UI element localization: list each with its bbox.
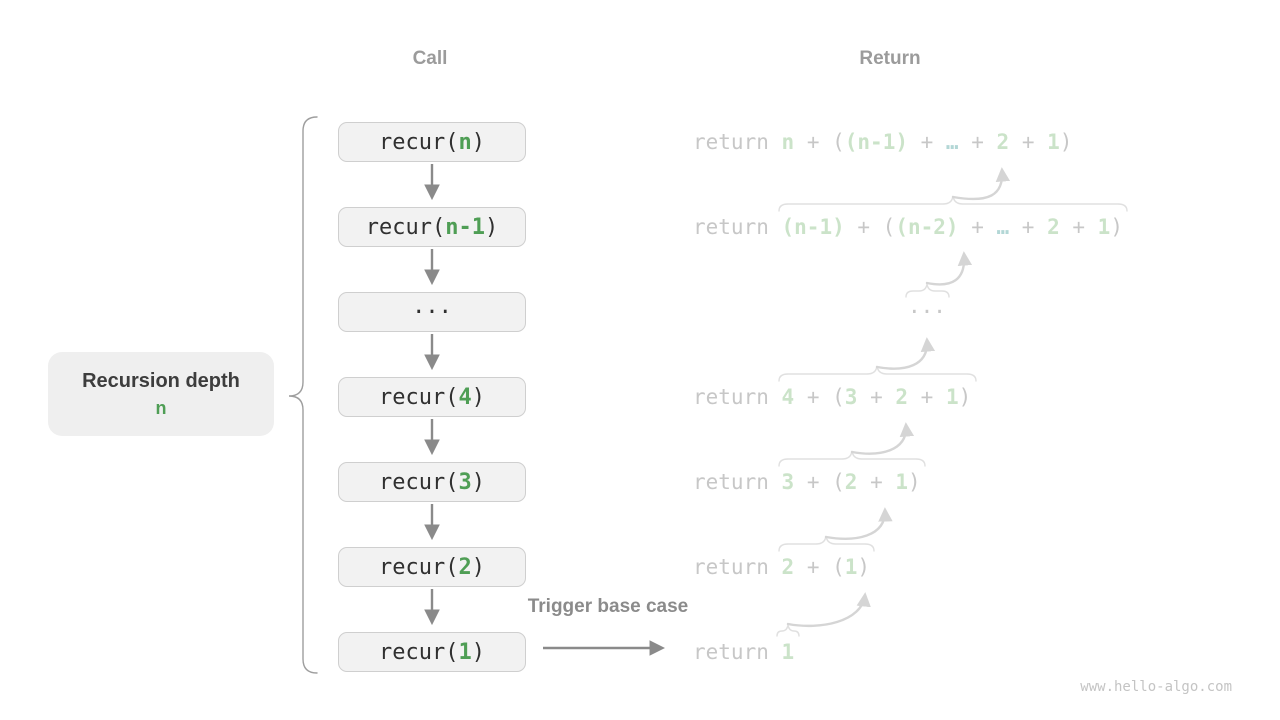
trigger-base-case-label: Trigger base case <box>527 596 689 617</box>
call-box-recur-n-1: recur(n-1) <box>338 207 526 247</box>
recursion-depth-value: n <box>155 397 167 418</box>
watermark: www.hello-algo.com <box>1080 679 1232 695</box>
return-expr-base-case: return 1 <box>693 640 795 664</box>
return-merge-arrow <box>925 251 973 286</box>
expression-brace <box>778 450 926 467</box>
call-column-header: Call <box>412 48 448 69</box>
call-box-recur-3: recur(3) <box>338 462 526 502</box>
return-expr-n-1: return (n-1) + ((n-2) + … + 2 + 1) <box>693 215 1123 239</box>
return-merge-arrow <box>850 422 915 455</box>
call-box-ellipsis: ··· <box>338 292 526 332</box>
return-merge-arrow <box>786 592 871 628</box>
return-expr-3: return 3 + (2 + 1) <box>693 470 921 494</box>
return-column-header: Return <box>859 48 921 69</box>
call-box-recur-n: recur(n) <box>338 122 526 162</box>
call-box-recur-1: recur(1) <box>338 632 526 672</box>
return-merge-arrow <box>951 167 1011 201</box>
return-merge-arrow <box>875 337 936 370</box>
recursion-depth-label: Recursion depth n <box>48 352 274 436</box>
expression-brace <box>778 195 1128 212</box>
call-box-recur-4: recur(4) <box>338 377 526 417</box>
expression-brace <box>776 624 800 637</box>
return-expr-4: return 4 + (3 + 2 + 1) <box>693 385 972 409</box>
expression-brace <box>778 365 977 382</box>
recursion-depth-brace <box>288 116 318 674</box>
return-ellipsis: ··· <box>908 300 946 324</box>
expression-brace <box>905 283 950 298</box>
recursion-depth-title: Recursion depth <box>82 369 240 392</box>
return-expr-n: return n + ((n-1) + … + 2 + 1) <box>693 130 1073 154</box>
call-box-recur-2: recur(2) <box>338 547 526 587</box>
expression-brace <box>778 535 875 552</box>
return-expr-2: return 2 + (1) <box>693 555 871 579</box>
return-merge-arrow <box>824 507 893 540</box>
